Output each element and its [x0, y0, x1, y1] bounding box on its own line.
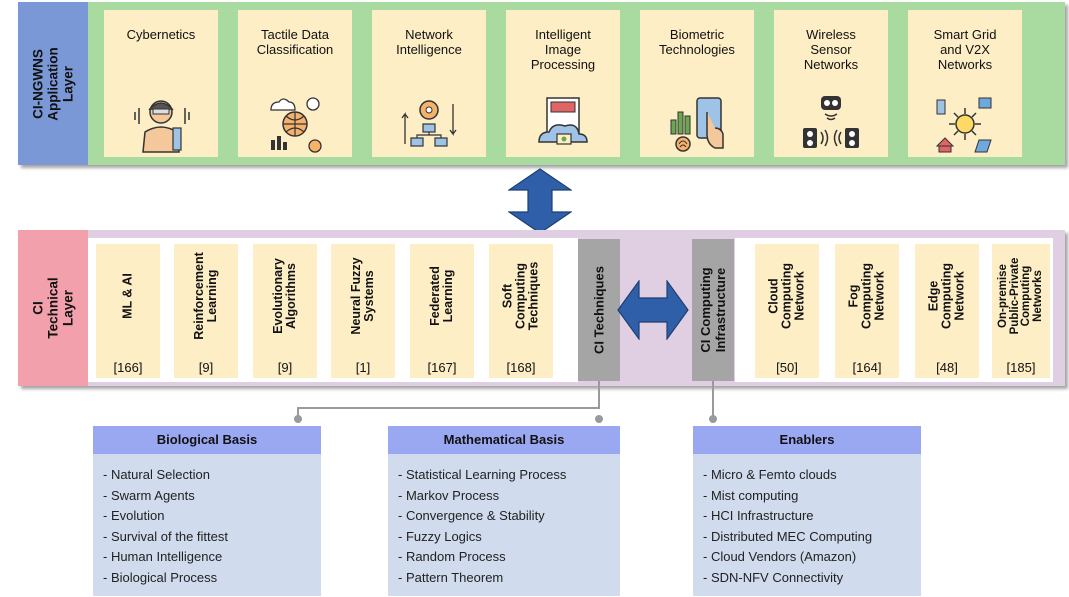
connector-line — [297, 407, 600, 409]
app-card-label: Tactile Data Classification — [256, 27, 334, 57]
app-card-wireless-sensor: Wireless Sensor Networks — [774, 10, 888, 157]
infrastructure-card: Cloud Computing Network [50] — [755, 244, 819, 378]
technique-reference: [9] — [277, 360, 293, 375]
network-intelligence-icon — [401, 100, 457, 147]
technique-reference: [9] — [198, 360, 214, 375]
connector-line — [598, 381, 600, 409]
app-card-label: Cybernetics — [126, 27, 196, 42]
app-card-smart-grid: Smart Grid and V2X Networks — [908, 10, 1022, 157]
app-card-label: Smart Grid and V2X Networks — [933, 27, 997, 72]
technical-layer-label: CI Technical Layer — [30, 277, 76, 339]
list-item: - HCI Infrastructure — [703, 508, 814, 523]
connector-dot — [294, 415, 302, 423]
infrastructure-reference: [50] — [776, 360, 798, 375]
list-item: - Convergence & Stability — [398, 508, 545, 523]
app-card-tactile-data: Tactile Data Classification — [238, 10, 352, 157]
connector-line — [297, 407, 299, 419]
ci-techniques-bar: CI Techniques — [578, 239, 620, 381]
smart-grid-icon — [935, 97, 992, 153]
list-item: - Fuzzy Logics — [398, 528, 482, 544]
enablers-title: Enablers — [693, 426, 921, 454]
technique-reference: [166] — [113, 360, 143, 375]
connector-dot — [595, 415, 603, 423]
list-item: - Cloud Vendors (Amazon) — [703, 549, 857, 564]
list-item: - Survival of the fittest — [103, 528, 228, 544]
technical-layer-label-box: CI Technical Layer — [18, 230, 88, 386]
list-item: - Distributed MEC Computing — [703, 528, 873, 544]
app-card-cybernetics: Cybernetics — [104, 10, 218, 157]
technique-reference: [1] — [355, 360, 371, 375]
app-card-label: Biometric Technologies — [659, 27, 735, 57]
tactile-data-icon — [270, 97, 322, 153]
ci-infrastructure-title: CI Computing Infrastructure — [698, 267, 728, 353]
ci-techniques-title: CI Techniques — [591, 266, 607, 354]
application-layer-label-box: CI-NGWNS Application Layer — [18, 2, 88, 165]
infrastructure-label: On-premise Public-Private Computing Netw… — [997, 257, 1044, 335]
infrastructure-reference: [164] — [852, 360, 882, 375]
infrastructure-card: On-premise Public-Private Computing Netw… — [992, 244, 1050, 378]
infrastructure-label: Cloud Computing Network — [766, 263, 807, 329]
enablers-box: Enablers - Micro & Femto clouds - Mist c… — [693, 426, 921, 596]
list-item: - Human Intelligence — [103, 549, 223, 564]
list-item: - Markov Process — [398, 487, 500, 503]
infrastructure-label: Edge Computing Network — [926, 263, 967, 329]
cybernetics-icon — [134, 100, 190, 153]
list-item: - Statistical Learning Process — [398, 467, 567, 482]
biometric-icon — [670, 97, 724, 152]
technique-label: Neural Fuzzy Systems — [349, 257, 376, 335]
technique-card: Evolutionary Algorithms [9] — [253, 244, 317, 378]
app-card-image-processing: Intelligent Image Processing — [506, 10, 620, 157]
app-card-label: Intelligent Image Processing — [530, 27, 596, 72]
infrastructure-card: Edge Computing Network [48] — [915, 244, 979, 378]
app-card-biometric: Biometric Technologies — [640, 10, 754, 157]
list-item: - Biological Process — [103, 569, 218, 585]
infrastructure-label: Fog Computing Network — [846, 263, 887, 329]
technique-card: ML & AI [166] — [96, 244, 160, 378]
biological-basis-box: Biological Basis - Natural Selection - S… — [93, 426, 321, 596]
technique-card: Soft Computing Techniques [168] — [489, 244, 553, 378]
techniques-infrastructure-arrow — [617, 280, 689, 340]
technique-label: Evolutionary Algorithms — [271, 258, 298, 334]
infrastructure-reference: [48] — [936, 360, 958, 375]
technique-label: Federated Learning — [428, 266, 455, 326]
list-item: - Micro & Femto clouds — [703, 467, 837, 482]
list-item: - Swarm Agents — [103, 487, 195, 503]
technique-card: Federated Learning [167] — [410, 244, 474, 378]
layer-link-arrow — [508, 168, 572, 234]
technique-card: Neural Fuzzy Systems [1] — [331, 244, 395, 378]
wireless-sensor-icon — [803, 96, 859, 148]
mathematical-basis-box: Mathematical Basis - Statistical Learnin… — [388, 426, 620, 596]
list-item: - Natural Selection — [103, 467, 210, 482]
app-card-label: Network Intelligence — [396, 27, 462, 57]
list-item: - Pattern Theorem — [398, 569, 504, 585]
infrastructure-reference: [185] — [1006, 360, 1036, 375]
list-item: - Mist computing — [703, 487, 799, 503]
infrastructure-card: Fog Computing Network [164] — [835, 244, 899, 378]
application-layer-label: CI-NGWNS Application Layer — [30, 46, 76, 121]
image-processing-icon — [538, 97, 588, 145]
app-card-label: Wireless Sensor Networks — [803, 27, 859, 72]
list-item: - Evolution — [103, 508, 165, 523]
technique-label: Reinforcement Learning — [192, 252, 219, 340]
biological-basis-title: Biological Basis — [93, 426, 321, 454]
list-item: - Random Process — [398, 549, 506, 564]
technique-reference: [168] — [506, 360, 536, 375]
technique-card: Reinforcement Learning [9] — [174, 244, 238, 378]
mathematical-basis-title: Mathematical Basis — [388, 426, 620, 454]
technique-reference: [167] — [427, 360, 457, 375]
technique-label: Soft Computing Techniques — [500, 261, 541, 331]
connector-dot — [709, 415, 717, 423]
app-card-network-intelligence: Network Intelligence — [372, 10, 486, 157]
ci-infrastructure-bar: CI Computing Infrastructure — [692, 239, 734, 381]
list-item: - SDN-NFV Connectivity — [703, 569, 844, 585]
technique-label: ML & AI — [120, 273, 135, 319]
connector-line — [712, 381, 714, 419]
